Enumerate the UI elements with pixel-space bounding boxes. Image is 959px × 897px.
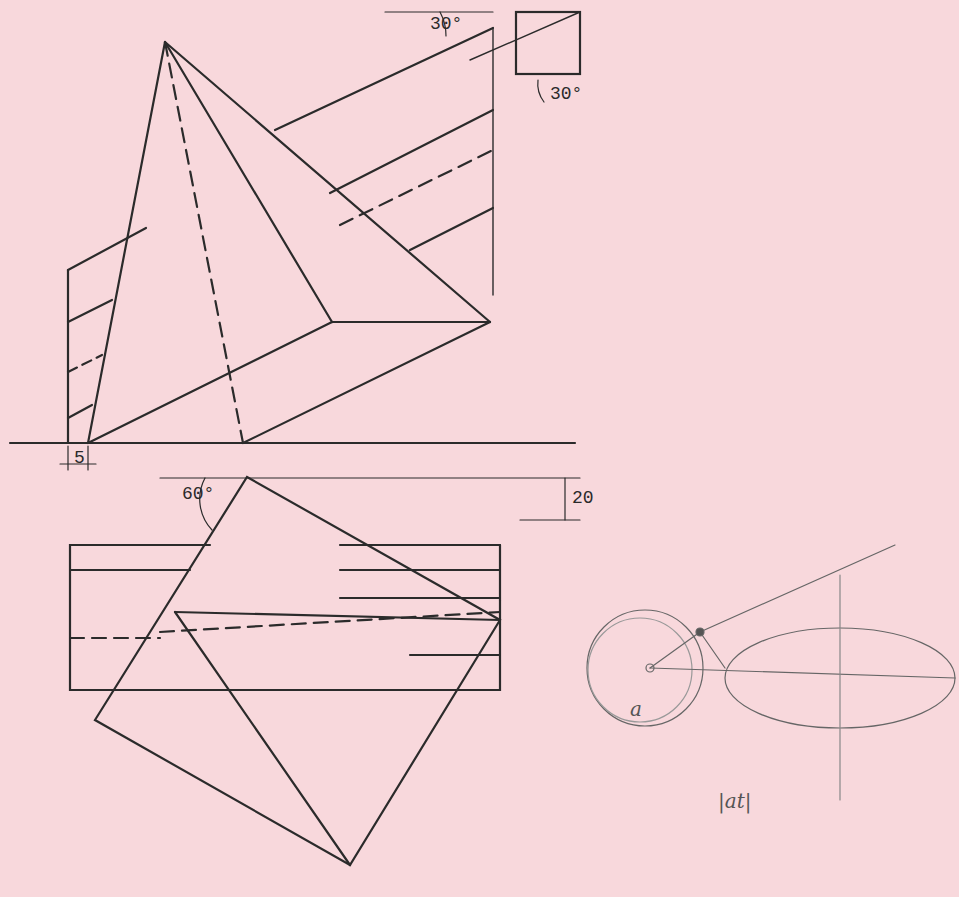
dimension-label: 20 bbox=[570, 488, 596, 508]
dimension-label: 5 bbox=[72, 448, 87, 468]
angle-label: 30° bbox=[428, 14, 464, 34]
handwritten-note: |at| bbox=[716, 790, 753, 812]
angle-label: 30° bbox=[548, 84, 584, 104]
angle-label: 60° bbox=[180, 484, 216, 504]
point-label: a bbox=[628, 698, 644, 720]
